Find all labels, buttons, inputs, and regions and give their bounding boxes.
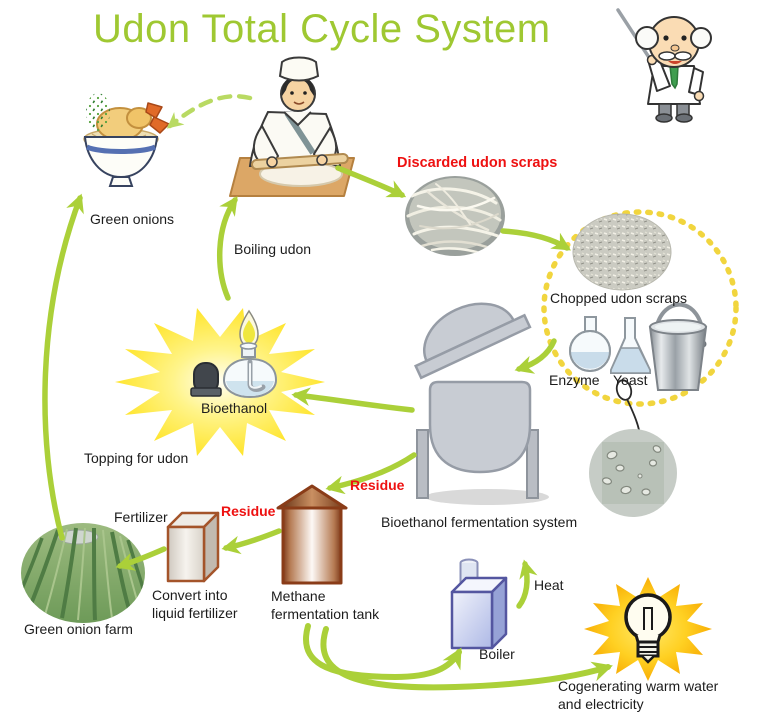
arrow-circle-to-vessel <box>514 338 557 374</box>
arrow-vessel-to-bioethanol <box>291 387 415 413</box>
arrow-biogas-to-boiler <box>303 623 462 681</box>
label-boiling-udon: Boiling udon <box>234 241 312 257</box>
lightbulb-starburst <box>584 577 712 681</box>
fertilizer-box-icon <box>166 511 220 583</box>
scientist-illustration <box>616 8 712 123</box>
arrow-bioethanol-to-chef <box>216 196 238 301</box>
label-enzyme: Enzyme <box>549 372 600 388</box>
noodle-scraps-photo <box>405 176 505 256</box>
label-methane-tank: Methane fermentation tank <box>271 588 380 622</box>
label-fermentation-system: Bioethanol fermentation system <box>381 514 578 530</box>
boiler-icon <box>450 558 508 650</box>
label-bioethanol: Bioethanol <box>201 400 268 416</box>
chef-illustration <box>229 56 355 197</box>
arrow-fertilizer-to-farm <box>115 546 167 571</box>
methane-tank-icon <box>276 484 348 585</box>
arrow-scraps-to-circle <box>500 228 571 251</box>
label-cogeneration: Cogenerating warm water and electricity <box>558 678 719 712</box>
green-onion-sprinkle-icon <box>86 93 110 131</box>
alcohol-lamp-icon <box>190 309 278 399</box>
label-fertilizer: Fertilizer <box>114 509 168 525</box>
chopped-scraps-photo <box>572 213 672 291</box>
yeast-flask-icon <box>610 317 651 374</box>
label-residue-to-methane: Residue <box>350 477 405 493</box>
lightbulb-icon <box>624 593 672 664</box>
label-farm: Green onion farm <box>24 621 133 637</box>
ingredients-dashed-circle <box>541 209 739 407</box>
arrow-chef-to-scraps <box>335 165 407 198</box>
arrow-farm-to-bowl <box>42 193 84 541</box>
arrow-residue-to-tank <box>325 452 417 495</box>
page-title: Udon Total Cycle System <box>93 7 551 51</box>
farm-photo <box>21 523 145 623</box>
arrow-boiler-heat <box>516 559 538 609</box>
label-heat: Heat <box>534 577 564 593</box>
cycle-arrows <box>42 93 613 691</box>
label-topping: Topping for udon <box>84 450 189 466</box>
yeast-microscope-photo <box>589 379 677 517</box>
udon-bowl-icon <box>83 102 170 187</box>
arrow-tank-to-fertilizer <box>221 528 282 555</box>
label-yeast: Yeast <box>613 372 648 388</box>
label-chopped-scraps: Chopped udon scraps <box>550 290 687 306</box>
label-residue-to-fertilizer: Residue <box>221 503 276 519</box>
fermentation-vessel-icon <box>414 302 549 505</box>
water-bucket-icon <box>648 302 708 391</box>
arrow-biogas-to-cogeneration <box>320 626 613 691</box>
label-green-onions: Green onions <box>90 211 175 227</box>
enzyme-flask-icon <box>569 316 611 372</box>
label-convert-fertilizer: Convert into liquid fertilizer <box>152 587 238 621</box>
arrow-serve-dashed <box>166 93 253 129</box>
label-boiler: Boiler <box>479 646 515 662</box>
label-discarded-scraps: Discarded udon scraps <box>397 155 558 171</box>
bioethanol-starburst <box>115 308 325 456</box>
